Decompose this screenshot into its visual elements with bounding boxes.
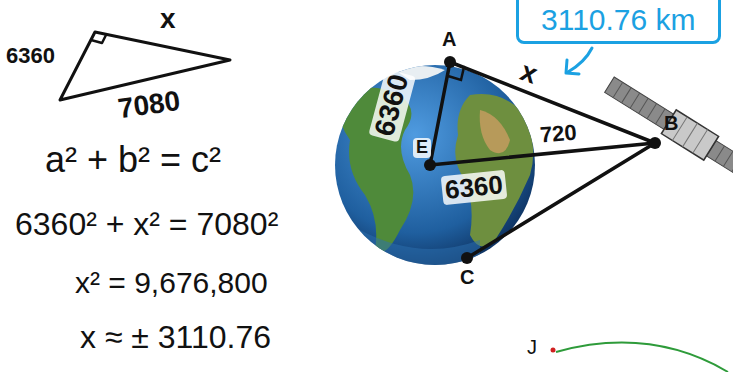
equation: x² = 9,676,800 xyxy=(75,266,268,299)
segment-length: 6360 xyxy=(441,170,507,205)
points xyxy=(424,56,661,264)
hypotenuse-length: 7080 xyxy=(116,86,182,125)
point-label: B xyxy=(664,112,678,134)
answer-box: 3110.76 km xyxy=(516,0,721,44)
leg-variable: x xyxy=(160,4,176,35)
point-label: J xyxy=(527,336,537,358)
leg-length: 6360 xyxy=(6,44,55,68)
arc-sketch xyxy=(551,343,729,372)
geometry-lines xyxy=(430,62,655,258)
segment-variable: x xyxy=(516,56,541,90)
equation: 6360² + x² = 7080² xyxy=(15,207,278,242)
satellite xyxy=(602,73,733,197)
answer-text: 3110.76 km xyxy=(541,3,696,36)
equation: x ≈ ± 3110.76 xyxy=(80,320,271,355)
equation: a² + b² = c² xyxy=(45,140,221,180)
point-label: C xyxy=(460,266,474,288)
pointer-arrow xyxy=(566,48,592,74)
point-label: E xyxy=(413,138,431,158)
earth-globe xyxy=(335,65,535,280)
segment-length: 720 xyxy=(539,120,578,147)
point-label: A xyxy=(442,28,456,50)
